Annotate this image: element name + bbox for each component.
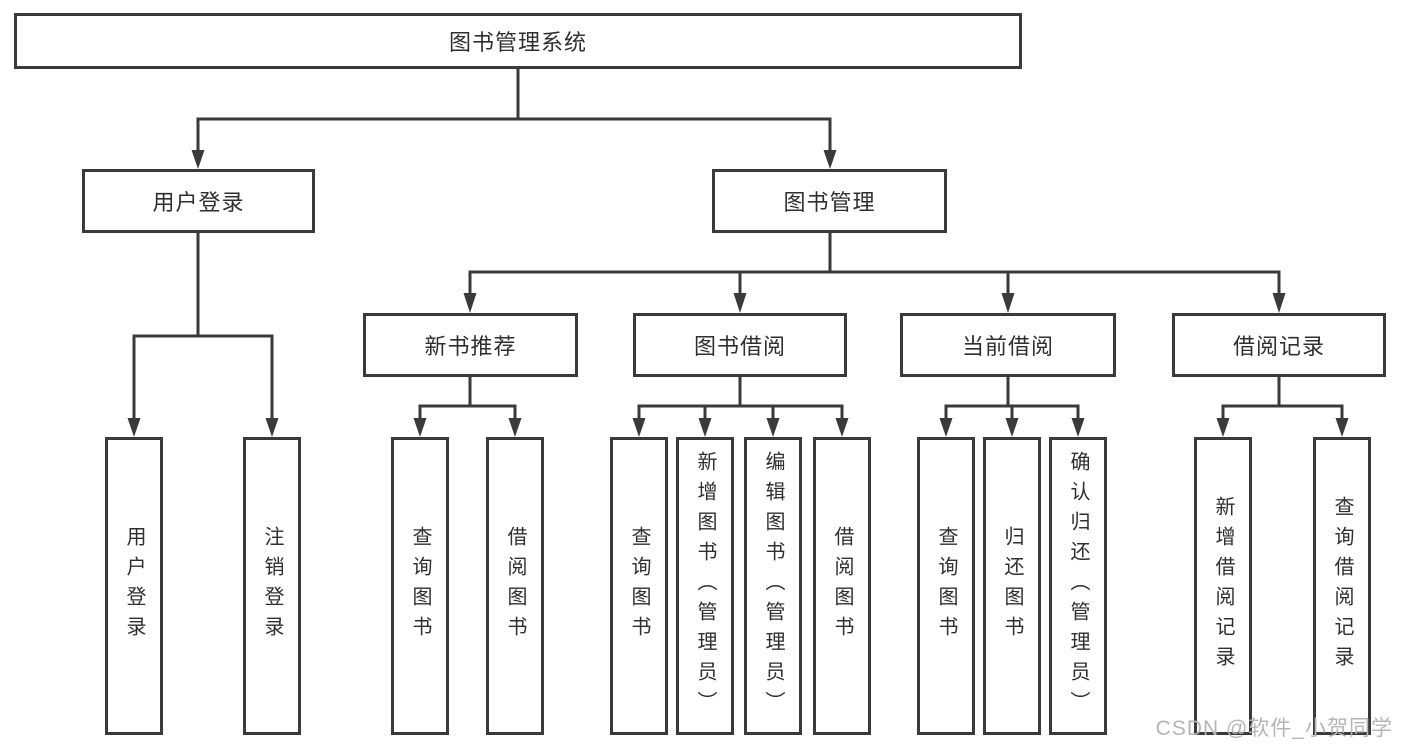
node-borrowing-records: 借阅记录 bbox=[1172, 313, 1386, 377]
connector-book-management-to-level3 bbox=[463, 231, 1286, 313]
connector-user-login-children bbox=[127, 231, 279, 437]
node-current-borrowing: 当前借阅 bbox=[900, 313, 1116, 377]
leaf-borrow-books: 借阅图书 bbox=[813, 437, 871, 735]
connector-current-borrowing-children bbox=[939, 375, 1085, 437]
connector-book-borrowing-children bbox=[632, 375, 849, 437]
leaf-return-books: 归还图书 bbox=[983, 437, 1041, 735]
leaf-user-login: 用户登录 bbox=[105, 437, 163, 735]
leaf-borrow-books-recommend: 借阅图书 bbox=[486, 437, 544, 735]
connector-new-book-children bbox=[413, 375, 522, 437]
node-library-management-system: 图书管理系统 bbox=[14, 13, 1022, 69]
node-book-management: 图书管理 bbox=[712, 169, 947, 233]
leaf-add-borrow-record: 新增借阅记录 bbox=[1194, 437, 1252, 735]
connector-root-to-level2 bbox=[191, 67, 837, 169]
node-user-login: 用户登录 bbox=[82, 169, 315, 233]
leaf-logout: 注销登录 bbox=[243, 437, 301, 735]
leaf-add-books-admin: 新增图书（管理员） bbox=[676, 437, 734, 735]
leaf-confirm-return-admin: 确认归还（管理员） bbox=[1049, 437, 1107, 735]
node-book-borrowing: 图书借阅 bbox=[633, 313, 847, 377]
leaf-query-books-current: 查询图书 bbox=[917, 437, 975, 735]
leaf-query-borrow-record: 查询借阅记录 bbox=[1313, 437, 1371, 735]
leaf-query-books-recommend: 查询图书 bbox=[391, 437, 449, 735]
leaf-edit-books-admin: 编辑图书（管理员） bbox=[744, 437, 802, 735]
connector-borrowing-records-children bbox=[1216, 375, 1349, 437]
leaf-query-books-borrow: 查询图书 bbox=[610, 437, 668, 735]
node-new-book-recommendation: 新书推荐 bbox=[363, 313, 578, 377]
csdn-watermark: CSDN @软件_小贺同学 bbox=[1155, 717, 1393, 740]
